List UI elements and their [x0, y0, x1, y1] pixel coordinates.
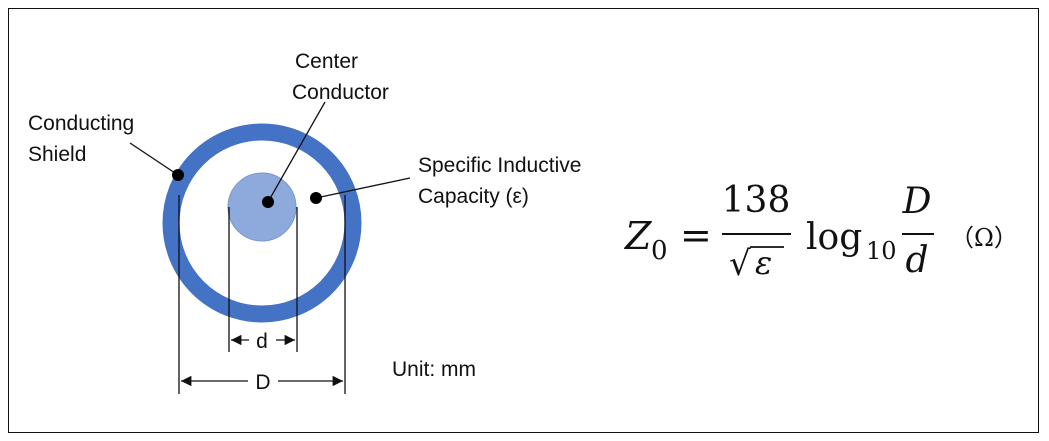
conducting-shield-label-line1: Conducting: [28, 112, 134, 135]
shield-dot: [172, 169, 184, 181]
formula-fraction-denominator: d: [905, 240, 928, 281]
formula-numerator: 138: [722, 180, 791, 221]
sic-leader: [315, 177, 411, 199]
inner-diameter-label: d: [256, 330, 268, 353]
center-conductor-label-line2: Conductor: [292, 81, 389, 104]
formula-unit: （Ω）: [950, 224, 1018, 252]
formula-z-subscript: 0: [651, 236, 668, 266]
conducting-shield-label-line2: Shield: [28, 143, 86, 166]
formula-log-base: 10: [866, 237, 897, 265]
formula-sqrt-symbol: √: [729, 244, 751, 284]
formula-fraction-numerator: D: [902, 181, 932, 222]
sic-label-line1: Specific Inductive: [418, 154, 581, 177]
shield-leader: [129, 142, 179, 176]
center-conductor: [227, 172, 297, 242]
sic-label-line2: Capacity (ε): [418, 185, 529, 208]
diagram-frame: [8, 8, 1039, 433]
formula-epsilon: ε: [755, 244, 772, 282]
impedance-formula: Z 0 = 138 √ ε log 10 D d （Ω）: [624, 180, 1018, 284]
sic-dot: [310, 192, 322, 204]
center-conductor-leader: [267, 101, 326, 203]
formula-z: Z: [624, 214, 652, 258]
unit-label: Unit: mm: [392, 358, 476, 381]
center-conductor-label-line1: Center: [295, 50, 358, 73]
center-conductor-dot: [262, 196, 274, 208]
conducting-shield-ring: [162, 123, 362, 323]
formula-log: log: [806, 217, 862, 258]
outer-diameter-label: D: [255, 371, 270, 394]
formula-equals: =: [680, 213, 712, 257]
